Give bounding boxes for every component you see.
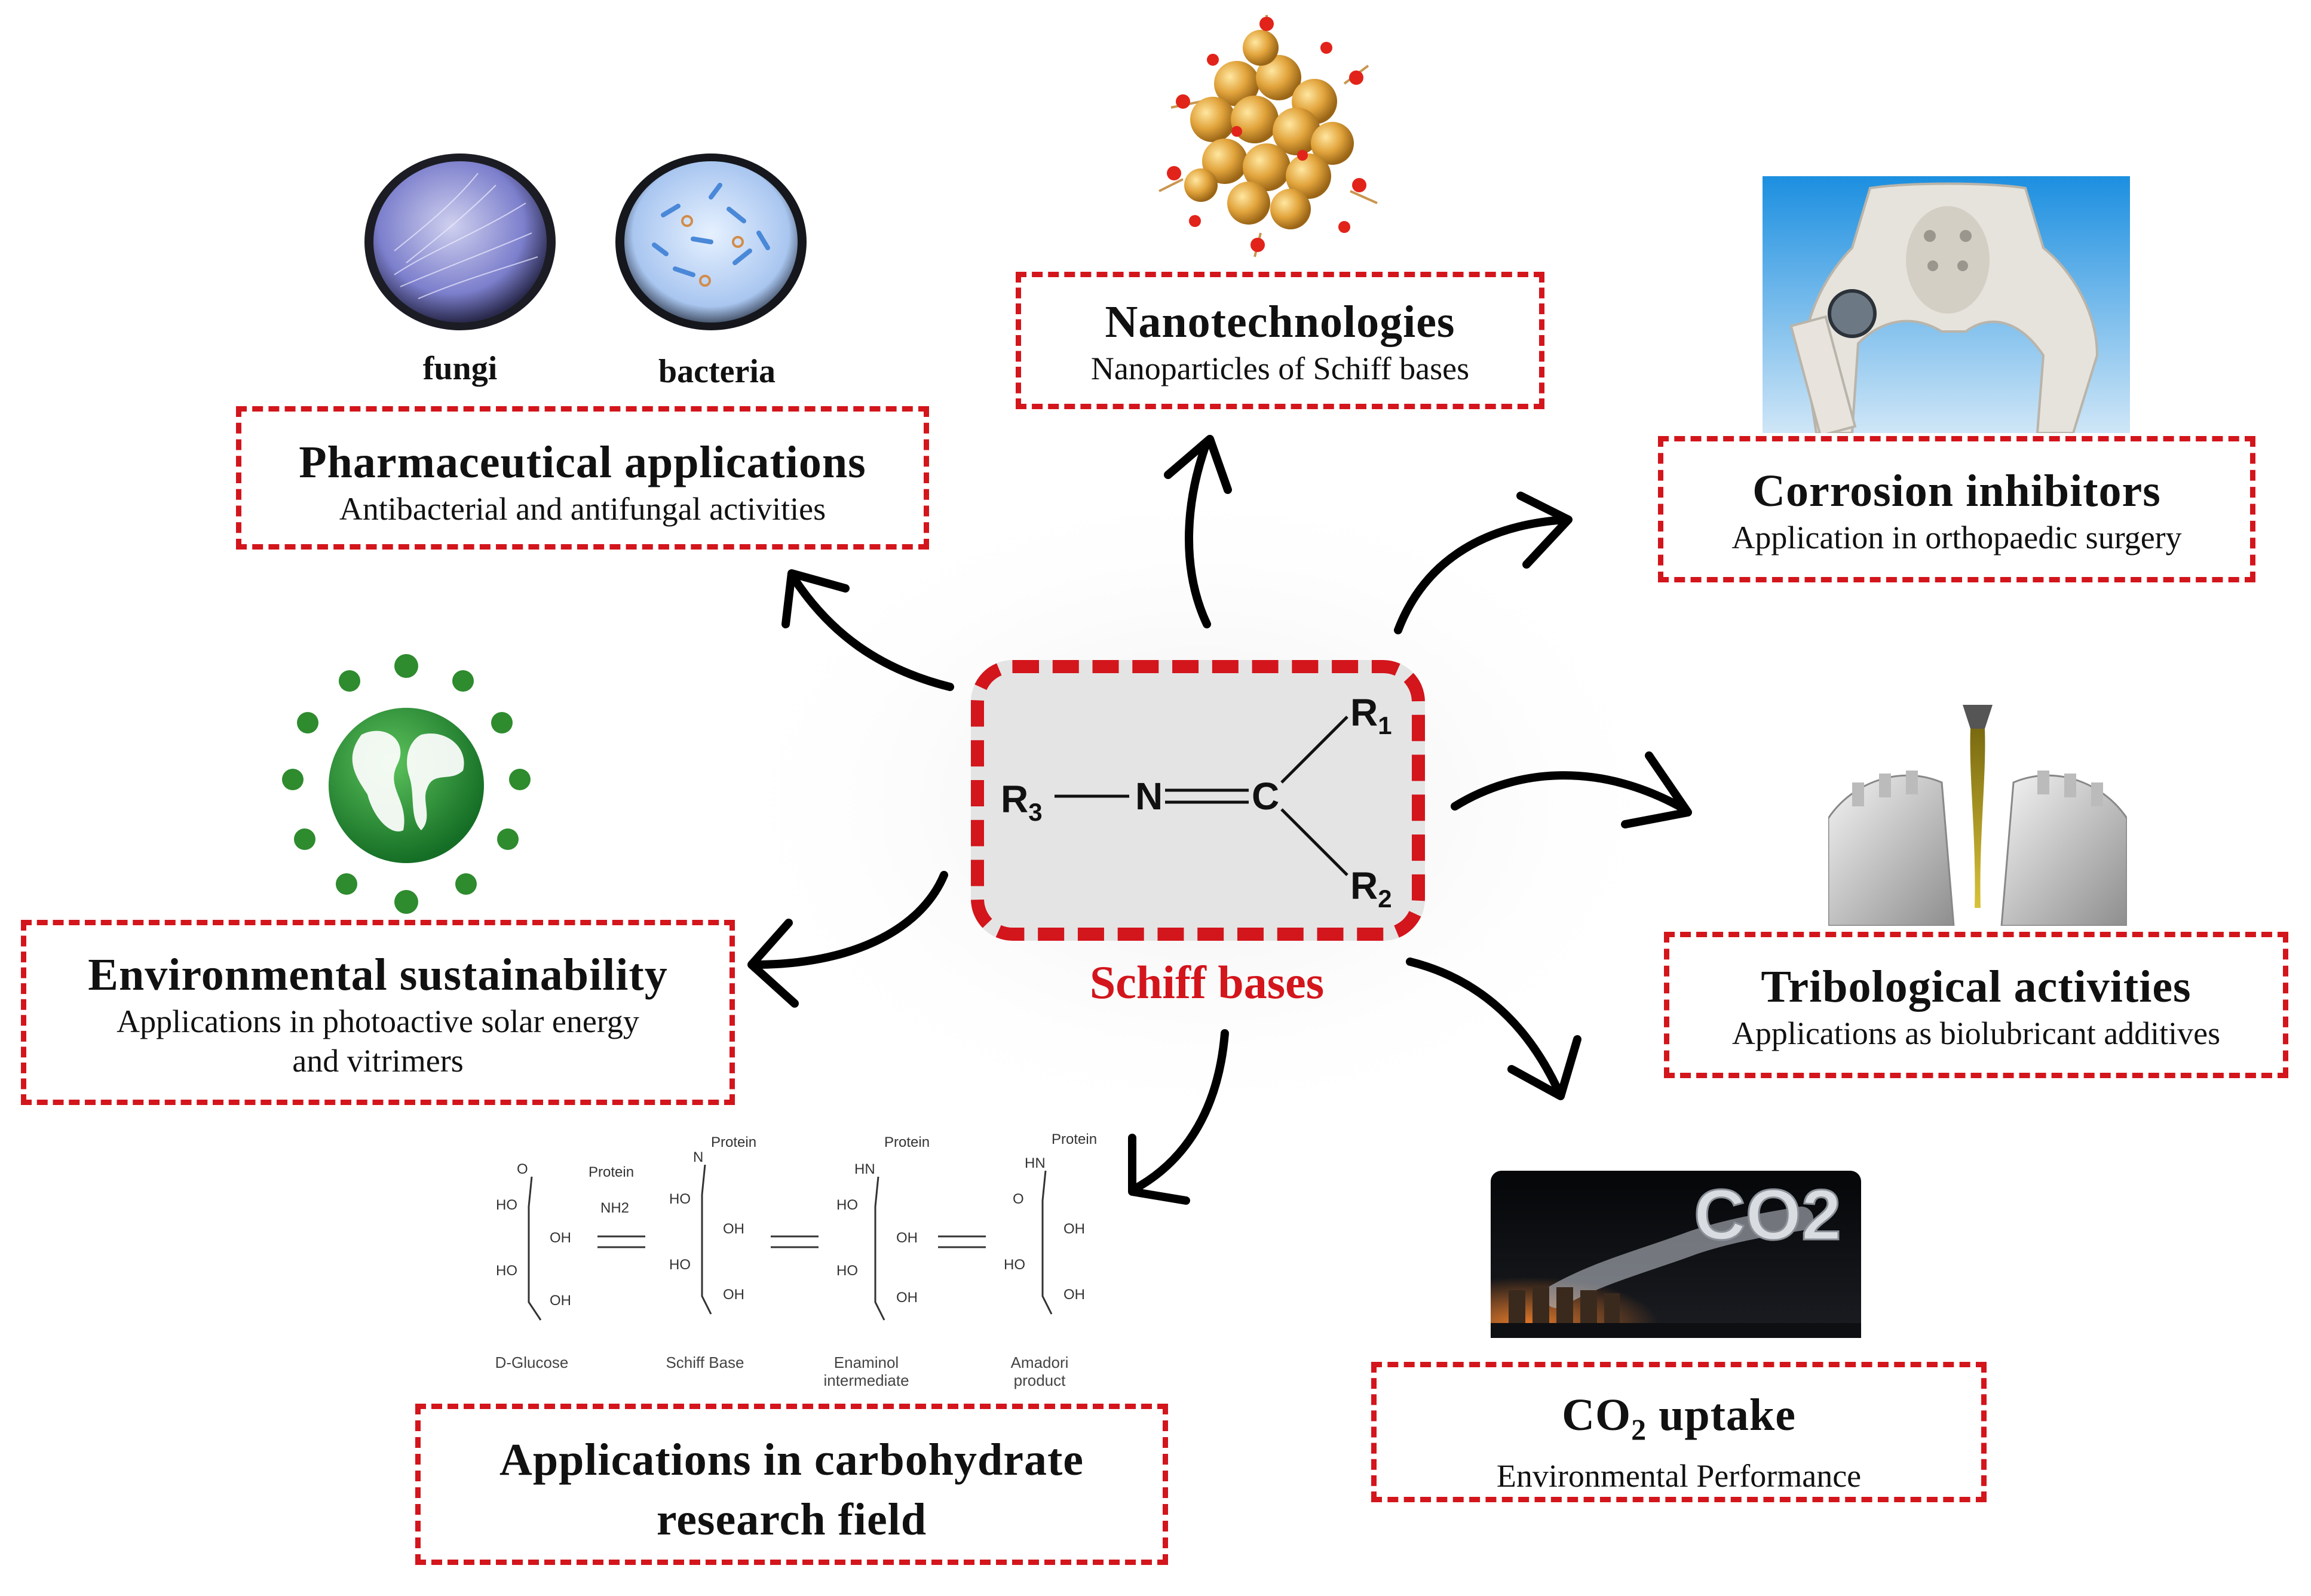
label-d-glucose: D-Glucose	[495, 1353, 569, 1371]
nano-title: Nanotechnologies	[1105, 297, 1455, 347]
label-amadori: Amadori	[1011, 1353, 1069, 1371]
nanoparticle-cluster-icon	[1158, 15, 1378, 257]
svg-text:Protein: Protein	[1052, 1131, 1097, 1147]
svg-text:Protein: Protein	[589, 1164, 634, 1180]
svg-text:OH: OH	[896, 1290, 918, 1306]
pharma-title: Pharmaceutical applications	[299, 437, 866, 487]
svg-text:HO: HO	[669, 1257, 691, 1273]
r2-label: R2	[1350, 864, 1392, 913]
arrow-to-nano	[1185, 438, 1211, 628]
petri-dish-bacteria-icon	[615, 154, 807, 330]
label-intermediate: intermediate	[823, 1371, 909, 1389]
svg-text:HO: HO	[836, 1197, 858, 1213]
center-formula-box	[971, 660, 1425, 941]
environment-subtitle-line1: Applications in photoactive solar energy	[117, 1003, 639, 1039]
n-atom: N	[1135, 775, 1163, 818]
svg-text:OH: OH	[723, 1287, 744, 1303]
tribology-title: Tribological activities	[1761, 962, 2192, 1012]
r3-label: R3	[1001, 778, 1043, 826]
svg-text:O: O	[1013, 1191, 1024, 1207]
co2-cloud-text: CO2	[1694, 1175, 1841, 1255]
arrow-to-carbohydrate	[1131, 1029, 1229, 1193]
svg-text:HO: HO	[836, 1263, 858, 1279]
svg-text:N: N	[693, 1149, 703, 1165]
co2-box: CO2 uptake Environmental Performance	[1371, 1362, 1987, 1502]
svg-text:HO: HO	[496, 1263, 517, 1279]
nano-box: Nanotechnologies Nanoparticles of Schiff…	[1016, 272, 1544, 409]
chemical-scheme-icon: O HO OH HO OH Protein NH2 N Protein HO O…	[495, 1131, 1097, 1389]
pharma-subtitle: Antibacterial and antifungal activities	[339, 491, 826, 527]
svg-text:Protein: Protein	[884, 1134, 930, 1150]
label-schiff-base: Schiff Base	[666, 1353, 744, 1371]
svg-text:OH: OH	[723, 1221, 744, 1237]
svg-text:HO: HO	[1004, 1257, 1025, 1273]
co2-subtitle: Environmental Performance	[1496, 1458, 1862, 1494]
gears-oil-icon	[1828, 705, 2127, 926]
label-enaminol: Enaminol	[834, 1353, 899, 1371]
carbohydrate-title-line1: Applications in carbohydrate	[499, 1435, 1084, 1485]
svg-text:HO: HO	[669, 1191, 691, 1207]
tribology-box: Tribological activities Applications as …	[1664, 932, 2288, 1078]
environment-subtitle-line2: and vitrimers	[292, 1043, 464, 1079]
nano-subtitle: Nanoparticles of Schiff bases	[1090, 351, 1470, 386]
svg-text:NH2: NH2	[600, 1200, 629, 1216]
corrosion-subtitle: Application in orthopaedic surgery	[1731, 520, 2182, 555]
carbohydrate-box: Applications in carbohydrate research fi…	[415, 1404, 1168, 1565]
c-atom: C	[1252, 775, 1279, 818]
fungi-label: fungi	[422, 350, 498, 387]
svg-text:HO: HO	[496, 1197, 517, 1213]
bacteria-label: bacteria	[658, 353, 776, 390]
svg-text:OH: OH	[550, 1230, 571, 1246]
svg-text:OH: OH	[1063, 1221, 1085, 1237]
environment-title: Environmental sustainability	[88, 950, 668, 1000]
carbohydrate-title-line2: research field	[656, 1494, 927, 1545]
petri-dish-fungi-icon	[364, 154, 556, 330]
arrow-to-environment	[752, 871, 948, 969]
co2-title: CO2 uptake	[1562, 1390, 1796, 1447]
environment-box: Environmental sustainability Application…	[21, 920, 735, 1105]
svg-text:OH: OH	[550, 1293, 571, 1309]
svg-text:OH: OH	[896, 1230, 918, 1246]
arrow-to-co2	[1406, 957, 1564, 1097]
green-earth-icon	[282, 654, 531, 914]
tribology-subtitle: Applications as biolubricant additives	[1731, 1015, 2221, 1051]
svg-text:Protein: Protein	[711, 1134, 756, 1150]
arrow-to-corrosion	[1394, 515, 1570, 634]
label-product: product	[1014, 1371, 1066, 1389]
arrow-to-tribology	[1451, 771, 1689, 814]
pharma-box: Pharmaceutical applications Antibacteria…	[236, 406, 929, 550]
svg-text:HN: HN	[854, 1161, 875, 1177]
arrow-to-pharma	[790, 575, 954, 691]
r1-label: R1	[1350, 691, 1392, 739]
power-plant-co2-icon: CO2	[1491, 1171, 1861, 1338]
schiff-base-structure: R3 N C R1 R2	[1001, 691, 1392, 913]
svg-text:OH: OH	[1063, 1287, 1085, 1303]
svg-text:O: O	[517, 1161, 528, 1177]
corrosion-box: Corrosion inhibitors Application in orth…	[1658, 436, 2255, 582]
corrosion-title: Corrosion inhibitors	[1752, 466, 2161, 516]
center-caption: Schiff bases	[1089, 956, 1325, 1008]
hip-implant-icon	[1763, 176, 2130, 433]
svg-text:HN: HN	[1025, 1155, 1046, 1171]
